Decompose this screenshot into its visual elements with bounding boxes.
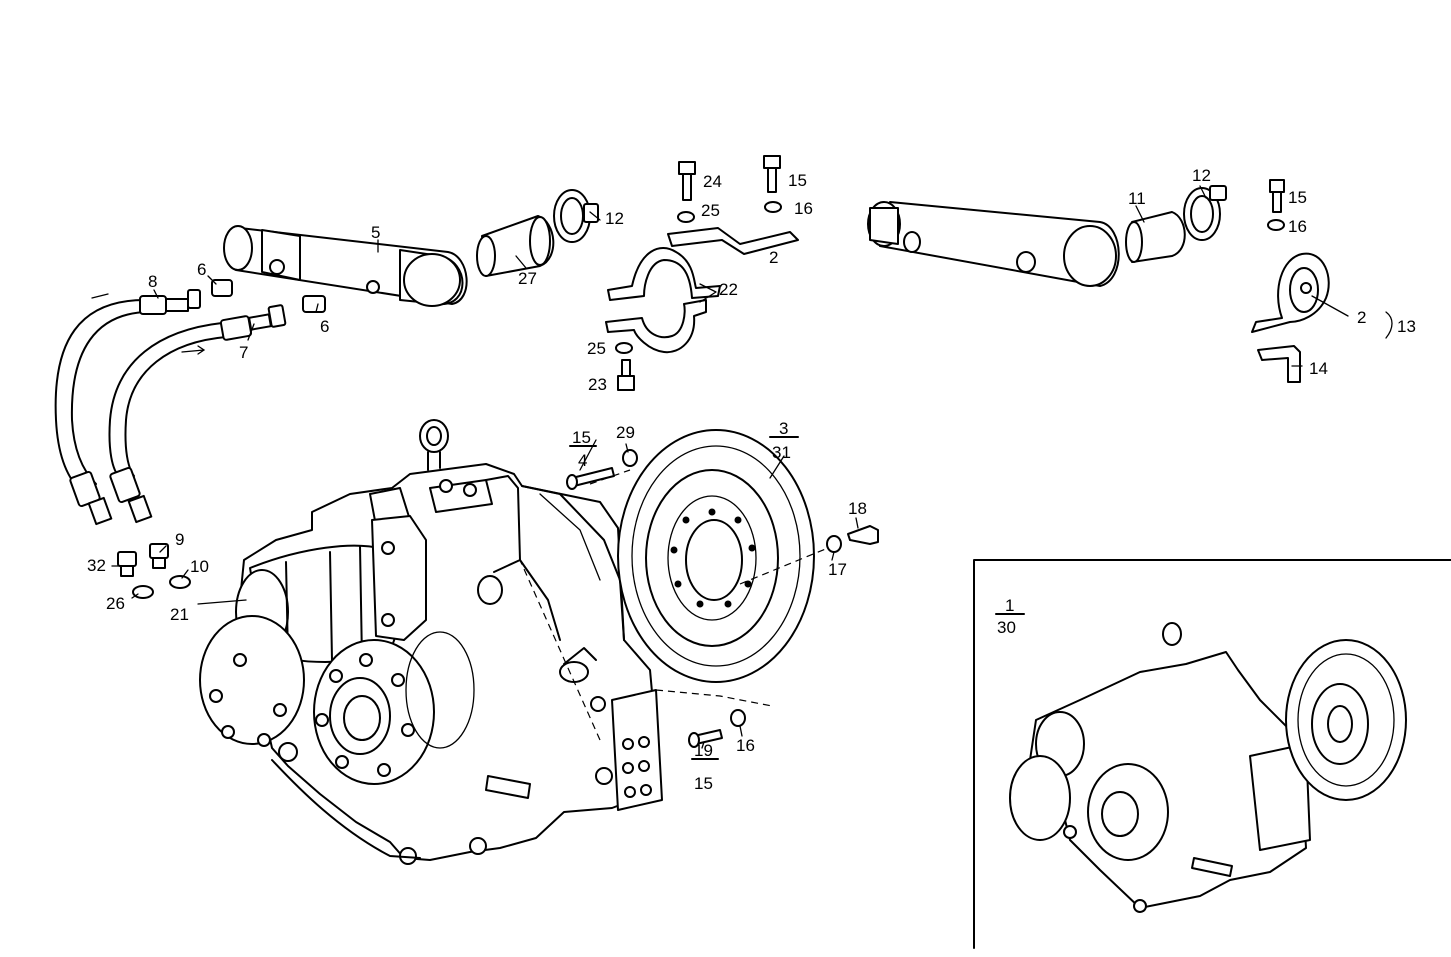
label-25a: 25 (701, 201, 720, 220)
label-16a: 16 (794, 199, 813, 218)
fraction-1-30-den: 30 (997, 618, 1016, 637)
label-21: 21 (170, 605, 189, 624)
label-2a: 2 (769, 248, 778, 267)
label-15a: 15 (788, 171, 807, 190)
label-26: 26 (106, 594, 125, 613)
hose-assembly-7-8 (54, 289, 287, 526)
oil-cooler-11 (867, 201, 1120, 287)
label-13: 13 (1397, 317, 1416, 336)
label-6a: 6 (197, 260, 206, 279)
label-14: 14 (1309, 359, 1328, 378)
label-23: 23 (588, 375, 607, 394)
label-10: 10 (190, 557, 209, 576)
label-16b: 16 (1288, 217, 1307, 236)
leader-lines (111, 185, 1393, 749)
fittings (117, 279, 326, 599)
label-11: 11 (1128, 189, 1146, 208)
label-24: 24 (703, 172, 722, 191)
label-12a: 12 (605, 209, 624, 228)
fraction-15-4-num: 15 (572, 428, 591, 447)
bracket-2-bolts (667, 155, 799, 255)
flywheel-bolts (566, 449, 879, 748)
fraction-19-15-num: 19 (694, 741, 713, 760)
part-labels: 5 6 6 7 8 27 12 24 25 15 16 2 22 25 23 1… (87, 166, 1416, 793)
label-9: 9 (175, 530, 184, 549)
flywheel-3-31 (617, 429, 815, 683)
filter-element-27 (476, 215, 555, 277)
label-18: 18 (848, 499, 867, 518)
fraction-19-15-den: 15 (694, 774, 713, 793)
label-29: 29 (616, 423, 635, 442)
label-25b: 25 (587, 339, 606, 358)
label-6b: 6 (320, 317, 329, 336)
fraction-15-4-den: 4 (578, 451, 587, 470)
label-15b: 15 (1288, 188, 1307, 207)
label-2b: 2 (1357, 308, 1366, 327)
inset-overview-box (973, 559, 1451, 949)
output-flange (313, 631, 475, 785)
label-7: 7 (239, 343, 248, 362)
label-17: 17 (828, 560, 847, 579)
clamp-ring-12b (1183, 185, 1227, 241)
bracket-13-14 (1251, 179, 1330, 383)
assembly-lines (519, 469, 829, 741)
label-22: 22 (719, 280, 738, 299)
pump-flange (199, 615, 305, 747)
fraction-3-31-num: 3 (779, 419, 788, 438)
clamp-22 (605, 247, 721, 391)
fraction-3-31-den: 31 (772, 443, 791, 462)
label-5: 5 (371, 223, 380, 242)
label-32: 32 (87, 556, 106, 575)
fraction-bars (569, 436, 1025, 760)
clamp-ring-12 (553, 189, 599, 243)
filter-element-11 (1125, 211, 1186, 263)
fraction-1-30-num: 1 (1005, 596, 1014, 615)
label-27: 27 (518, 269, 537, 288)
label-16c: 16 (736, 736, 755, 755)
label-8: 8 (148, 272, 157, 291)
oil-cooler-5 (223, 225, 468, 307)
label-12b: 12 (1192, 166, 1211, 185)
